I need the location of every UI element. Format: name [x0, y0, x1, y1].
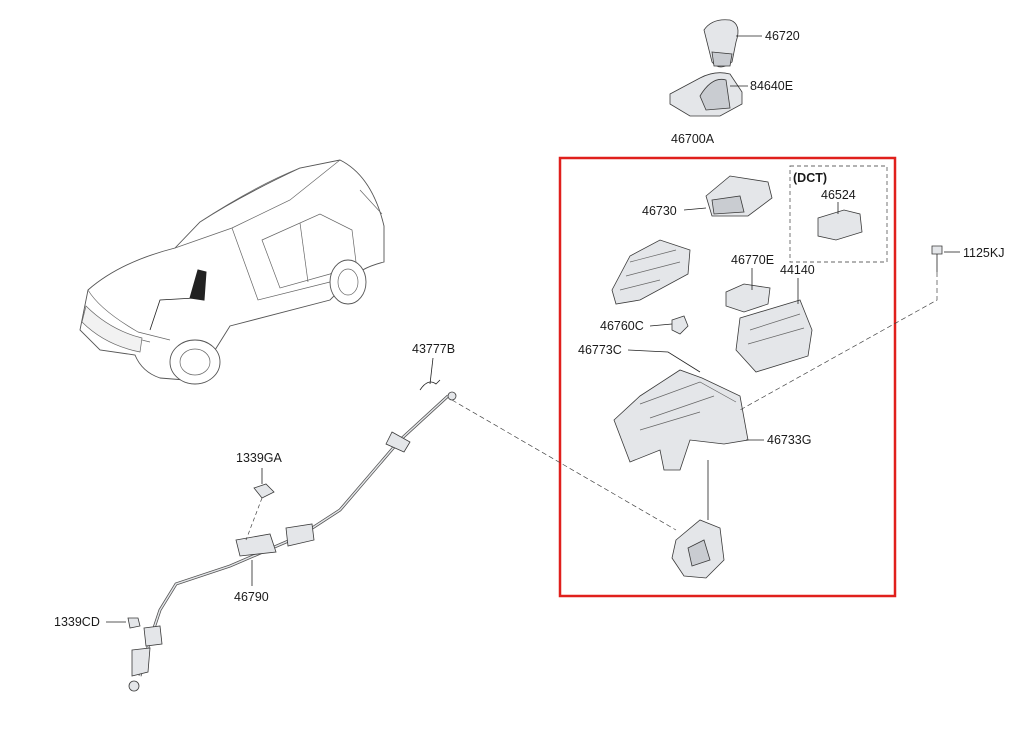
part-46760C-clip — [671, 315, 689, 335]
shift-cable — [128, 391, 457, 692]
dct-dashed-box — [789, 165, 888, 263]
vehicle-illustration — [79, 159, 385, 385]
bolt-1125KJ — [931, 245, 943, 272]
label-dct: (DCT) — [793, 171, 827, 185]
label-84640E: 84640E — [750, 79, 793, 93]
guide-line-clip — [245, 497, 263, 541]
indicator-housing — [611, 239, 691, 305]
label-1125KJ: 1125KJ — [963, 246, 1004, 260]
shift-knob — [703, 19, 739, 68]
label-46773C: 46773C — [578, 343, 622, 357]
label-46733G: 46733G — [767, 433, 811, 447]
part-46730-module — [705, 175, 773, 217]
label-1339CD: 1339CD — [54, 615, 100, 629]
pin-43777B — [419, 379, 441, 391]
shift-boot — [669, 72, 743, 117]
label-46770E: 46770E — [731, 253, 774, 267]
part-44140-control-unit — [735, 299, 813, 373]
label-43777B: 43777B — [412, 342, 455, 356]
label-46700A: 46700A — [671, 132, 715, 146]
label-1339GA: 1339GA — [236, 451, 283, 465]
clip-1339GA — [253, 483, 275, 499]
part-46524-sensor — [817, 209, 863, 241]
label-44140: 44140 — [780, 263, 815, 277]
nut-1339CD — [127, 617, 141, 629]
label-46730: 46730 — [642, 204, 677, 218]
label-46760C: 46760C — [600, 319, 644, 333]
assembly-frame — [558, 156, 897, 598]
guide-line-cable — [451, 399, 677, 531]
guide-line-bolt — [739, 272, 938, 411]
shift-lever-mechanism — [671, 460, 725, 579]
label-46524: 46524 — [821, 188, 856, 202]
label-46720: 46720 — [765, 29, 800, 43]
shift-lever-bracket — [613, 369, 749, 471]
label-46790: 46790 — [234, 590, 269, 604]
part-46770E-connector — [725, 283, 771, 313]
